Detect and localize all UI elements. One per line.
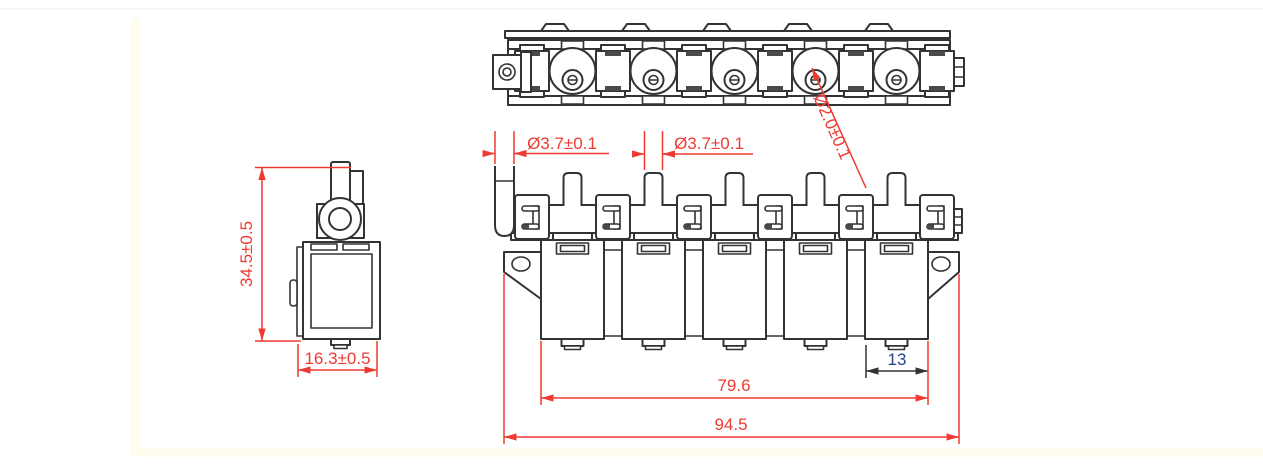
dimension-port-mid: Ø3.7±0.1 (632, 131, 753, 170)
front-view-tubes (494, 166, 907, 237)
dimension-label: Ø3.7±0.1 (674, 134, 744, 153)
dimension-pitch: 13 (865, 345, 928, 378)
page-artifacts (0, 8, 1263, 457)
top-view: Ø2.0±0.1 (492, 23, 965, 189)
side-view: 34.5±0.5 16.3±0.5 (237, 161, 381, 377)
dimension-label: 13 (888, 350, 907, 369)
dimension-overall: 94.5 (503, 274, 960, 444)
dimension-port-left: Ø3.7±0.1 (482, 131, 609, 164)
dimension-width: 16.3±0.5 (297, 341, 378, 377)
top-view-rail (504, 23, 951, 39)
front-view-manifold (510, 204, 963, 241)
dimension-height: 34.5±0.5 (237, 166, 351, 342)
front-view: Ø3.7±0.1 Ø3.7±0.1 13 79.6 (482, 131, 963, 444)
dimension-label: Ø2.0±0.1 (809, 91, 855, 163)
front-view-bodies (540, 239, 929, 351)
dimension-label: 94.5 (714, 415, 747, 434)
front-view-mounting-ears (503, 251, 960, 300)
dimension-label: 34.5±0.5 (237, 221, 256, 287)
dimension-label: 79.6 (717, 376, 750, 395)
dimension-body-span: 79.6 (540, 341, 929, 405)
dimension-label: Ø3.7±0.1 (527, 134, 597, 153)
top-view-end-fitting (953, 57, 965, 87)
dimension-label: 16.3±0.5 (304, 349, 370, 368)
top-view-side-port (492, 51, 532, 93)
side-view-valve (289, 161, 381, 350)
